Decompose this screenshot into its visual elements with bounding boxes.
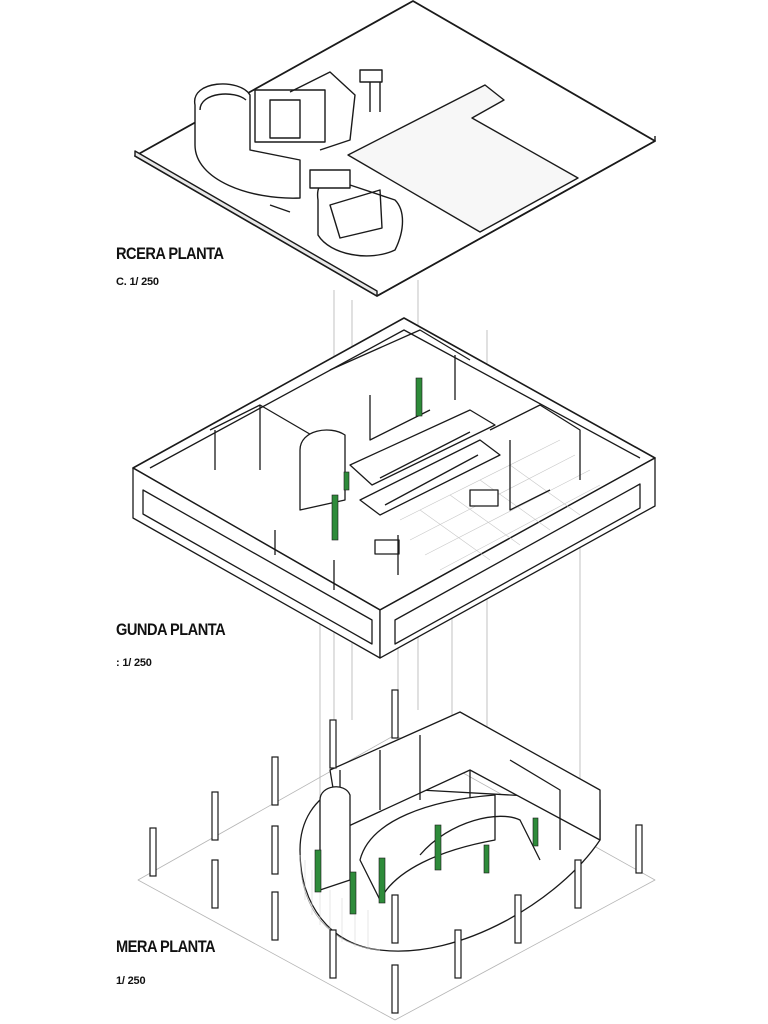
third-floor-title: RCERA PLANTA	[116, 244, 224, 263]
first-floor-title: MERA PLANTA	[116, 937, 216, 956]
first-floor-plan	[137, 711, 656, 1021]
first-floor-highlights	[314, 817, 539, 915]
second-floor-title: GUNDA PLANTA	[116, 620, 226, 639]
third-floor-roof-plan	[134, 0, 656, 297]
third-floor-scale: C. 1/ 250	[116, 276, 159, 288]
first-floor-scale: 1/ 250	[116, 975, 146, 987]
second-floor-scale: : 1/ 250	[116, 657, 152, 669]
pilotis-columns	[149, 689, 643, 1014]
second-floor-highlights	[331, 377, 423, 541]
second-floor-plan	[132, 317, 656, 659]
